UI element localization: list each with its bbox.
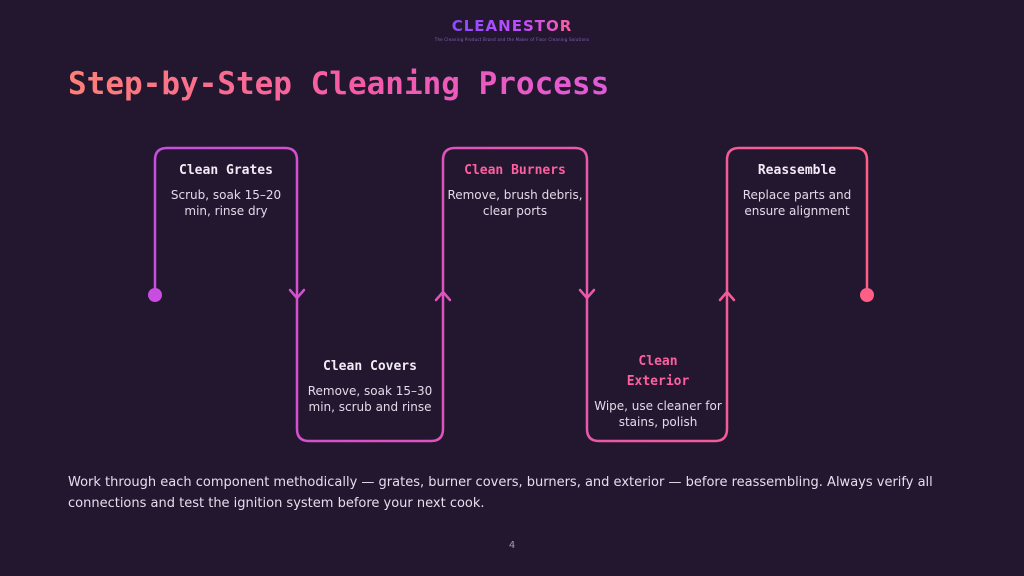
- step-clean-covers: Clean Covers Remove, soak 15–30 min, scr…: [300, 357, 440, 415]
- step-description: Replace parts and ensure alignment: [742, 188, 852, 218]
- page-number: 4: [508, 540, 516, 551]
- step-description: Remove, brush debris, clear ports: [447, 188, 583, 218]
- flow-path: [153, 146, 869, 443]
- step-title: Reassemble: [757, 163, 837, 178]
- step-title: Clean Grates: [179, 163, 273, 178]
- flow-start-dot: [148, 288, 162, 302]
- step-title: Clean Covers: [323, 359, 417, 374]
- flow-end-dot: [860, 288, 874, 302]
- step-clean-grates: Clean Grates Scrub, soak 15–20 min, rins…: [156, 161, 296, 219]
- step-clean-exterior: Clean Exterior Wipe, use cleaner for sta…: [588, 352, 728, 430]
- flow-arrow-up-1: [434, 290, 452, 302]
- summary-text: Work through each component methodically…: [68, 475, 933, 511]
- step-description: Remove, soak 15–30 min, scrub and rinse: [307, 384, 433, 414]
- page-title: Step-by-Step Cleaning Process: [68, 66, 610, 102]
- logo-wordmark: CLEANESTOR: [451, 17, 573, 35]
- flow-arrow-up-2: [718, 290, 736, 302]
- step-title: Clean Exterior: [626, 354, 690, 389]
- step-description: Scrub, soak 15–20 min, rinse dry: [170, 188, 282, 218]
- step-title: Clean Burners: [464, 163, 566, 178]
- flow-arrow-down-1: [288, 288, 306, 300]
- step-reassemble: Reassemble Replace parts and ensure alig…: [727, 161, 867, 219]
- step-clean-burners: Clean Burners Remove, brush debris, clea…: [445, 161, 585, 219]
- flow-arrow-down-2: [578, 288, 596, 300]
- logo-tagline: The Cleaning Product Brand and the Maker…: [434, 37, 590, 42]
- step-description: Wipe, use cleaner for stains, polish: [594, 399, 722, 429]
- brand-logo: CLEANESTOR The Cleaning Product Brand an…: [0, 16, 1024, 42]
